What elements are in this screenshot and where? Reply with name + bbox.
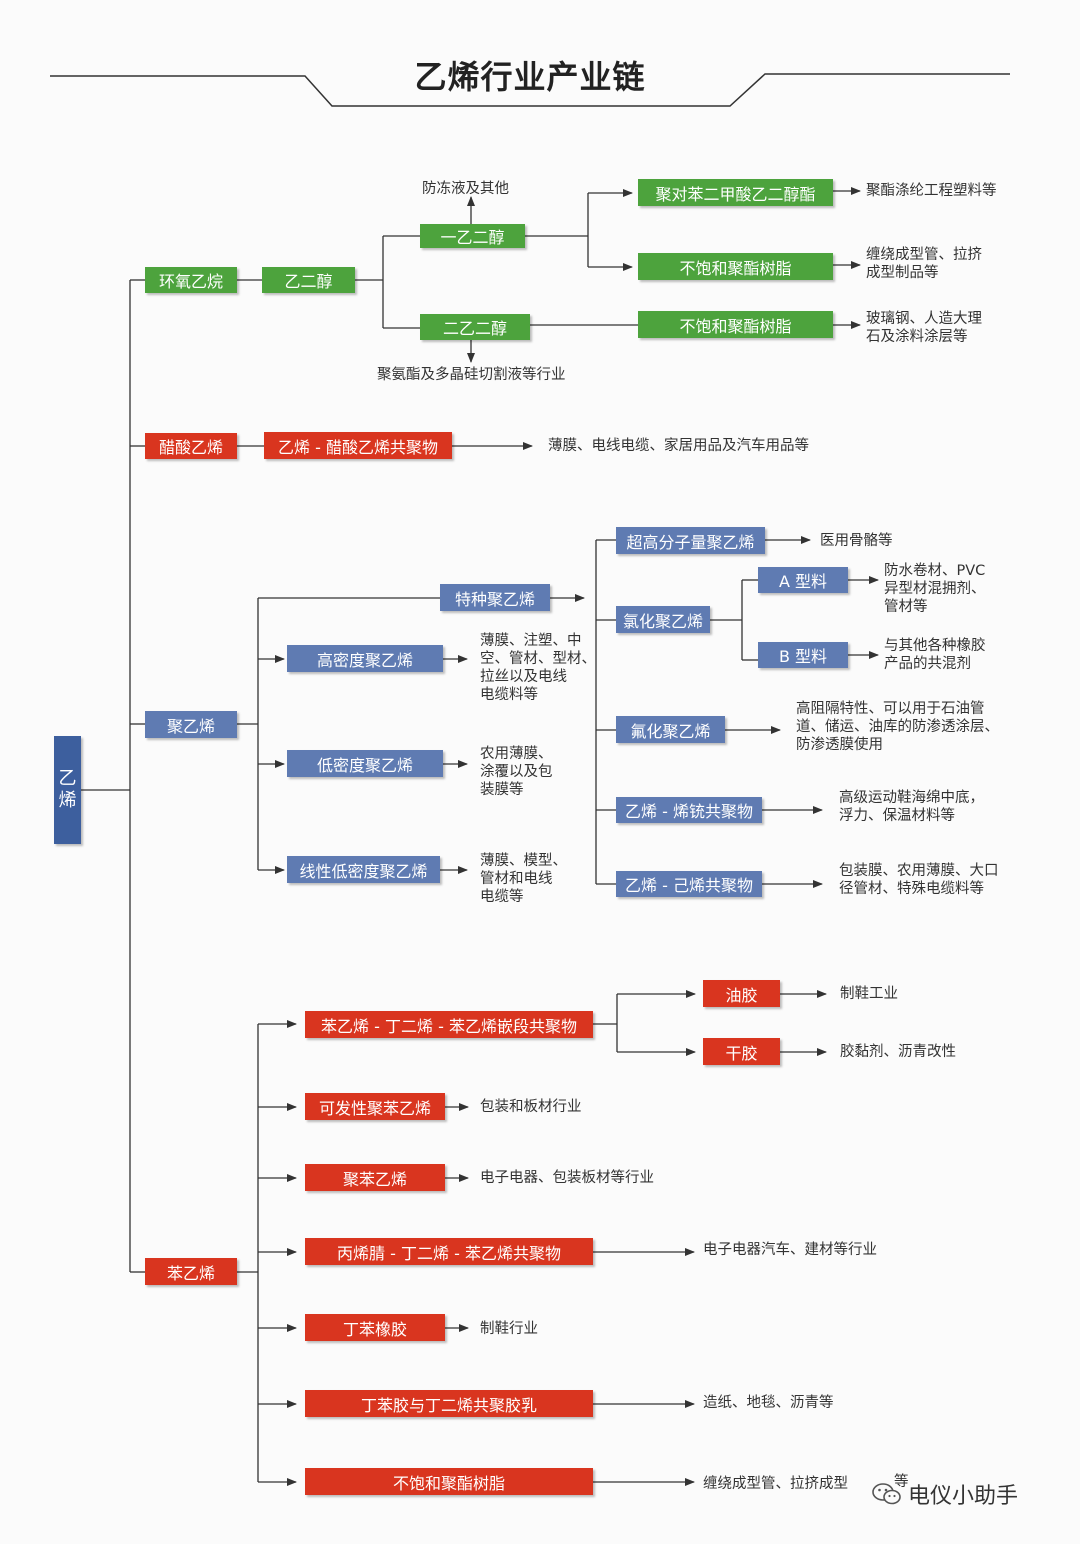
text-antifreeze: 防冻液及其他 — [422, 181, 509, 197]
text-abs-use: 电子电器汽车、建材等行业 — [703, 1242, 877, 1258]
text-dry-use: 胶黏剂、沥青改性 — [840, 1044, 956, 1060]
node-pe: 聚乙烯 — [145, 711, 237, 738]
node-abs: 丙烯腈 - 丁二烯 - 苯乙烯共聚物 — [305, 1238, 593, 1265]
node-dry-rubber: 干胶 — [703, 1038, 780, 1065]
text-lldpe-use: 薄膜、模型、 管材和电线 电缆等 — [480, 853, 567, 905]
node-sbr: 丁苯橡胶 — [305, 1314, 445, 1341]
wechat-icon — [872, 1482, 902, 1506]
text-pu: 聚氨酯及多晶硅切割液等行业 — [377, 367, 566, 383]
node-evoh: 乙烯 - 烯铳共聚物 — [616, 797, 762, 823]
node-lldpe: 线性低密度聚乙烯 — [287, 856, 440, 883]
text-hdpe-use: 薄膜、注塑、中 空、管材、型材、 拉丝以及电线 电缆料等 — [480, 633, 596, 703]
text-ehx-use: 包装膜、农用薄膜、大口 径管材、特殊电缆料等 — [839, 863, 999, 897]
root-char-2: 烯 — [58, 790, 77, 811]
node-cpe: 氯化聚乙烯 — [616, 606, 710, 633]
node-glycol: 乙二醇 — [262, 267, 355, 293]
text-upr2-use: 玻璃钢、人造大理 石及涂料涂层等 — [866, 311, 982, 345]
node-uhmwpe: 超高分子量聚乙烯 — [616, 527, 765, 554]
node-meg: 一乙二醇 — [420, 224, 525, 248]
node-upr-3: 不饱和聚酯树脂 — [305, 1468, 593, 1495]
node-deg: 二乙二醇 — [420, 314, 530, 340]
node-ps: 聚苯乙烯 — [305, 1164, 445, 1191]
text-fpe-use: 高阻隔特性、可以用于石油管 道、储运、油库的防渗透涂层、 防渗透膜使用 — [796, 701, 999, 753]
text-ldpe-use: 农用薄膜、 涂覆以及包 装膜等 — [480, 746, 553, 798]
text-sbl-use: 造纸、地毯、沥青等 — [703, 1395, 834, 1411]
node-sbs: 苯乙烯 - 丁二烯 - 苯乙烯嵌段共聚物 — [305, 1011, 593, 1038]
node-upr-1: 不饱和聚酯树脂 — [638, 253, 833, 280]
node-eva: 乙烯 - 醋酸乙烯共聚物 — [264, 432, 452, 459]
text-pet-use: 聚酯涤纶工程塑料等 — [866, 183, 997, 199]
node-hdpe: 高密度聚乙烯 — [287, 645, 443, 672]
text-eps-use: 包装和板材行业 — [480, 1099, 582, 1115]
node-b-type: B 型料 — [758, 642, 848, 668]
text-atype-use: 防水卷材、PVC 异型材混拥剂、 管材等 — [884, 563, 986, 615]
node-eps: 可发性聚苯乙烯 — [305, 1093, 445, 1120]
text-uhmwpe-use: 医用骨骼等 — [820, 533, 893, 549]
text-oil-use: 制鞋工业 — [840, 986, 898, 1002]
node-sb-latex: 丁苯胶与丁二烯共聚胶乳 — [305, 1390, 593, 1417]
watermark-tail-text: 等 — [894, 1474, 909, 1490]
text-sbr-use: 制鞋行业 — [480, 1321, 538, 1337]
watermark-text: 电仪小助手 — [908, 1484, 1019, 1509]
node-oil-rubber: 油胶 — [703, 980, 780, 1007]
node-ehx: 乙烯 - 己烯共聚物 — [616, 871, 762, 897]
node-special-pe: 特种聚乙烯 — [440, 584, 550, 611]
text-eva-use: 薄膜、电线电缆、家居用品及汽车用品等 — [548, 438, 809, 454]
text-evoh-use: 高级运动鞋海绵中底， 浮力、保温材料等 — [839, 790, 984, 824]
text-upr3-use: 缠绕成型管、拉挤成型 — [703, 1476, 848, 1492]
node-fpe: 氟化聚乙烯 — [616, 716, 725, 743]
node-epoxy: 环氧乙烷 — [145, 267, 237, 293]
node-ldpe: 低密度聚乙烯 — [287, 750, 443, 777]
page-title: 乙烯行业产业链 — [414, 58, 646, 96]
root-ethylene-box: 乙 烯 — [54, 736, 81, 844]
node-styrene: 苯乙烯 — [145, 1258, 237, 1285]
node-pet: 聚对苯二甲酸乙二醇酯 — [638, 179, 833, 206]
text-btype-use: 与其他各种橡胶 产品的共混剂 — [884, 638, 986, 672]
node-a-type: A 型料 — [758, 567, 848, 593]
watermark: 电仪小助手 — [872, 1478, 1018, 1510]
node-upr-2: 不饱和聚酯树脂 — [638, 311, 833, 338]
text-upr1-use: 缠绕成型管、拉挤 成型制品等 — [866, 247, 982, 281]
root-char-1: 乙 — [58, 768, 77, 789]
node-va: 醋酸乙烯 — [145, 433, 237, 459]
text-ps-use: 电子电器、包装板材等行业 — [480, 1170, 654, 1186]
